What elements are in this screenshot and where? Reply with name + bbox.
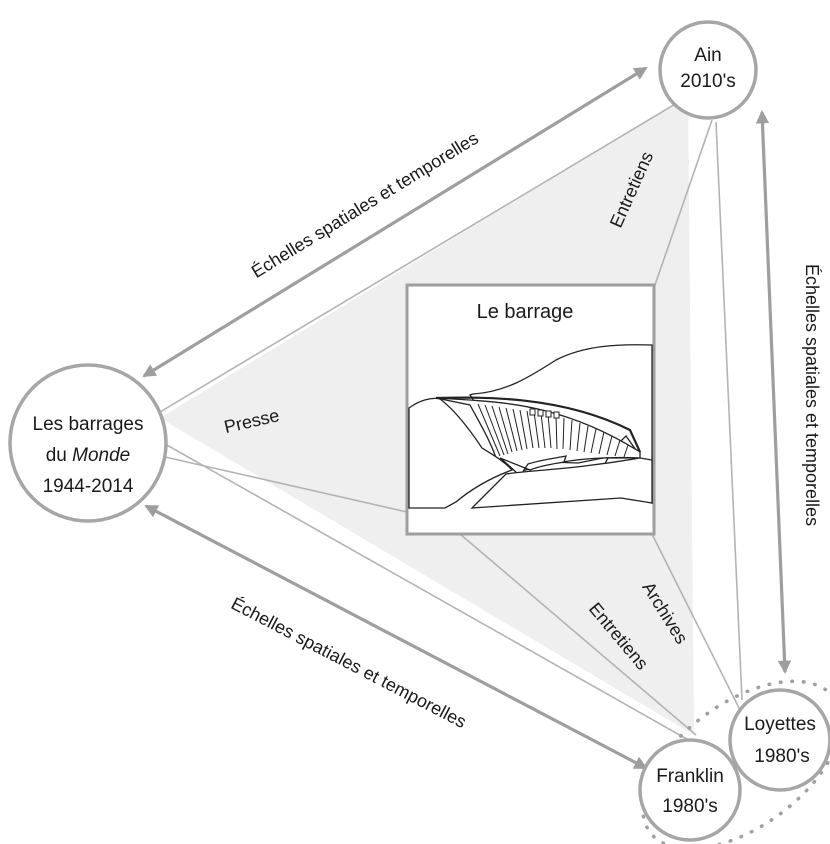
node-monde-line3: 1944-2014 — [43, 476, 134, 497]
scale-arrows — [142, 66, 792, 770]
node-monde-line2: du Monde — [46, 445, 131, 466]
node-monde-circle — [8, 363, 168, 523]
center-box: Le barrage — [405, 283, 656, 536]
arrow-ain-monde — [142, 66, 648, 378]
label-scale-right: Échelles spatiales et temporelles — [802, 264, 822, 526]
node-monde: Les barrages du Monde 1944-2014 — [8, 363, 168, 523]
dam-foreground — [470, 457, 653, 509]
node-franklin-line1: Franklin — [656, 766, 724, 787]
center-title: Le barrage — [477, 301, 574, 323]
node-franklin-line2: 1980's — [662, 796, 717, 817]
dam-illustration — [408, 344, 653, 509]
label-scale-bottom: Échelles spatiales et temporelles — [228, 593, 470, 732]
dam-left-hill — [408, 397, 514, 509]
connector-box-loyettes — [651, 533, 741, 711]
dam-body — [435, 397, 641, 472]
node-loyettes-line1: Loyettes — [744, 714, 816, 735]
node-loyettes-circle — [728, 688, 830, 792]
node-ain: Ain 2010's — [658, 20, 758, 120]
dam-crest — [435, 396, 642, 453]
arrow-ain-loyettes — [755, 109, 792, 675]
arrow-monde-franklin — [144, 504, 648, 770]
dam-hatching — [477, 403, 629, 458]
node-ain-circle — [658, 20, 758, 120]
dam-spillway — [499, 455, 567, 478]
node-ain-line1: Ain — [694, 45, 721, 66]
dam-windows — [529, 408, 560, 419]
connector-ain-right — [654, 119, 713, 286]
node-loyettes: Loyettes 1980's — [728, 688, 830, 792]
node-ain-line2: 2010's — [680, 71, 735, 92]
node-franklin-circle — [638, 738, 742, 842]
node-monde-line1: Les barrages — [33, 414, 144, 435]
connector-ain-loyettes — [715, 121, 743, 701]
node-franklin: Franklin 1980's — [638, 738, 742, 842]
node-loyettes-line2: 1980's — [754, 746, 809, 767]
